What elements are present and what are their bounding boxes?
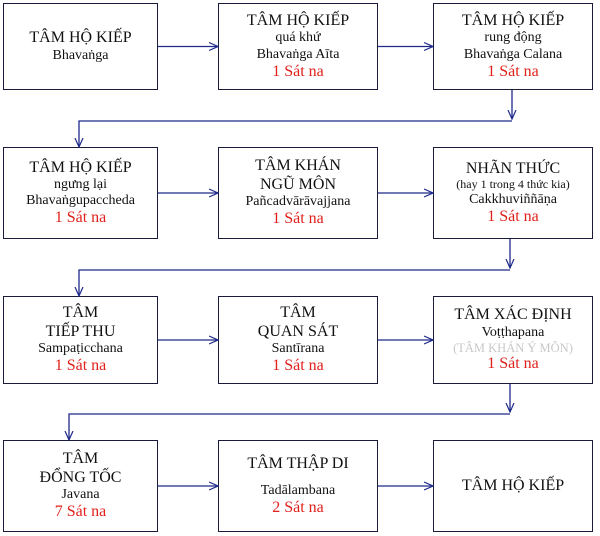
bhavanga-line-1: Bhavaṅga bbox=[52, 47, 109, 63]
box-bhavanga-final: TÂM HỘ KIẾP bbox=[433, 440, 593, 532]
tadalambana-line-0: TÂM THẬP DI bbox=[247, 454, 349, 472]
votthapana-line-1: Voṭṭhapana bbox=[481, 324, 545, 340]
bhavanga-calana-line-1: rung động bbox=[484, 30, 542, 46]
bhavangupaccheda-line-3: 1 Sát na bbox=[54, 209, 107, 227]
cakkhuvinnana-line-1: (hay 1 trong 4 thức kia) bbox=[456, 177, 570, 192]
box-cakkhuvinnana: NHÃN THỨC(hay 1 trong 4 thức kia)Cakkhuv… bbox=[433, 147, 593, 239]
atita-bhavanga-line-3: 1 Sát na bbox=[272, 62, 324, 80]
bhavanga-calana-line-2: Bhavaṅga Calana bbox=[463, 46, 563, 62]
javana-line-1: ĐỔNG TỐC bbox=[39, 468, 122, 486]
javana-line-2: Javana bbox=[61, 487, 100, 503]
santirana-line-0: TÂM bbox=[280, 304, 316, 322]
bhavanga-calana-line-3: 1 Sát na bbox=[487, 62, 539, 80]
sampaticchana-line-0: TÂM bbox=[62, 304, 99, 322]
sampaticchana-line-2: Sampaṭicchana bbox=[38, 341, 123, 357]
sampaticchana-line-3: 1 Sát na bbox=[54, 357, 107, 375]
cakkhuvinnana-line-2: Cakkhuviññāṇa bbox=[469, 191, 557, 207]
bhavangupaccheda-line-1: ngưng lại bbox=[53, 176, 108, 192]
javana-line-0: TÂM bbox=[62, 450, 99, 468]
pancadvaravajjana-line-1: NGŨ MÔN bbox=[260, 175, 336, 193]
atita-bhavanga-line-0: TÂM HỘ KIẾP bbox=[246, 12, 350, 30]
bhavanga-final-line-0: TÂM HỘ KIẾP bbox=[461, 476, 565, 494]
votthapana-line-0: TÂM XÁC ĐỊNH bbox=[454, 306, 572, 324]
tadalambana-line-2: Tadālambana bbox=[260, 482, 336, 498]
pancadvaravajjana-line-0: TÂM KHÁN bbox=[255, 157, 341, 175]
cakkhuvinnana-line-0: NHÃN THỨC bbox=[465, 159, 561, 177]
santirana-line-2: Santīrana bbox=[271, 341, 325, 357]
votthapana-line-2: (TÂM KHÁN Ý MÔN) bbox=[453, 340, 573, 355]
pancadvaravajjana-line-3: 1 Sát na bbox=[272, 210, 324, 228]
tadalambana-line-3: 2 Sát na bbox=[272, 499, 324, 517]
pancadvaravajjana-line-2: Pañcadvārāvajjana bbox=[245, 194, 351, 210]
bhavangupaccheda-line-2: Bhavaṅgupaccheda bbox=[26, 193, 135, 208]
atita-bhavanga-line-2: Bhavaṅga Aīta bbox=[256, 46, 340, 62]
santirana-line-3: 1 Sát na bbox=[272, 357, 324, 375]
arrow-return-3 bbox=[69, 413, 510, 440]
bhavangupaccheda-line-0: TÂM HỘ KIẾP bbox=[29, 158, 132, 176]
santirana-line-1: QUAN SÁT bbox=[257, 322, 339, 340]
javana-line-3: 7 Sát na bbox=[54, 503, 107, 521]
arrow-return-1 bbox=[79, 120, 512, 147]
sampaticchana-line-1: TIẾP THU bbox=[45, 322, 116, 340]
bhavanga-calana-line-0: TÂM HỘ KIẾP bbox=[461, 12, 565, 30]
bhavanga-line-0: TÂM HỘ KIẾP bbox=[29, 29, 132, 47]
atita-bhavanga-line-1: quá khứ bbox=[275, 30, 321, 46]
votthapana-line-3: 1 Sát na bbox=[487, 355, 539, 373]
cakkhuvinnana-line-3: 1 Sát na bbox=[487, 207, 539, 225]
arrow-return-2 bbox=[79, 269, 510, 296]
